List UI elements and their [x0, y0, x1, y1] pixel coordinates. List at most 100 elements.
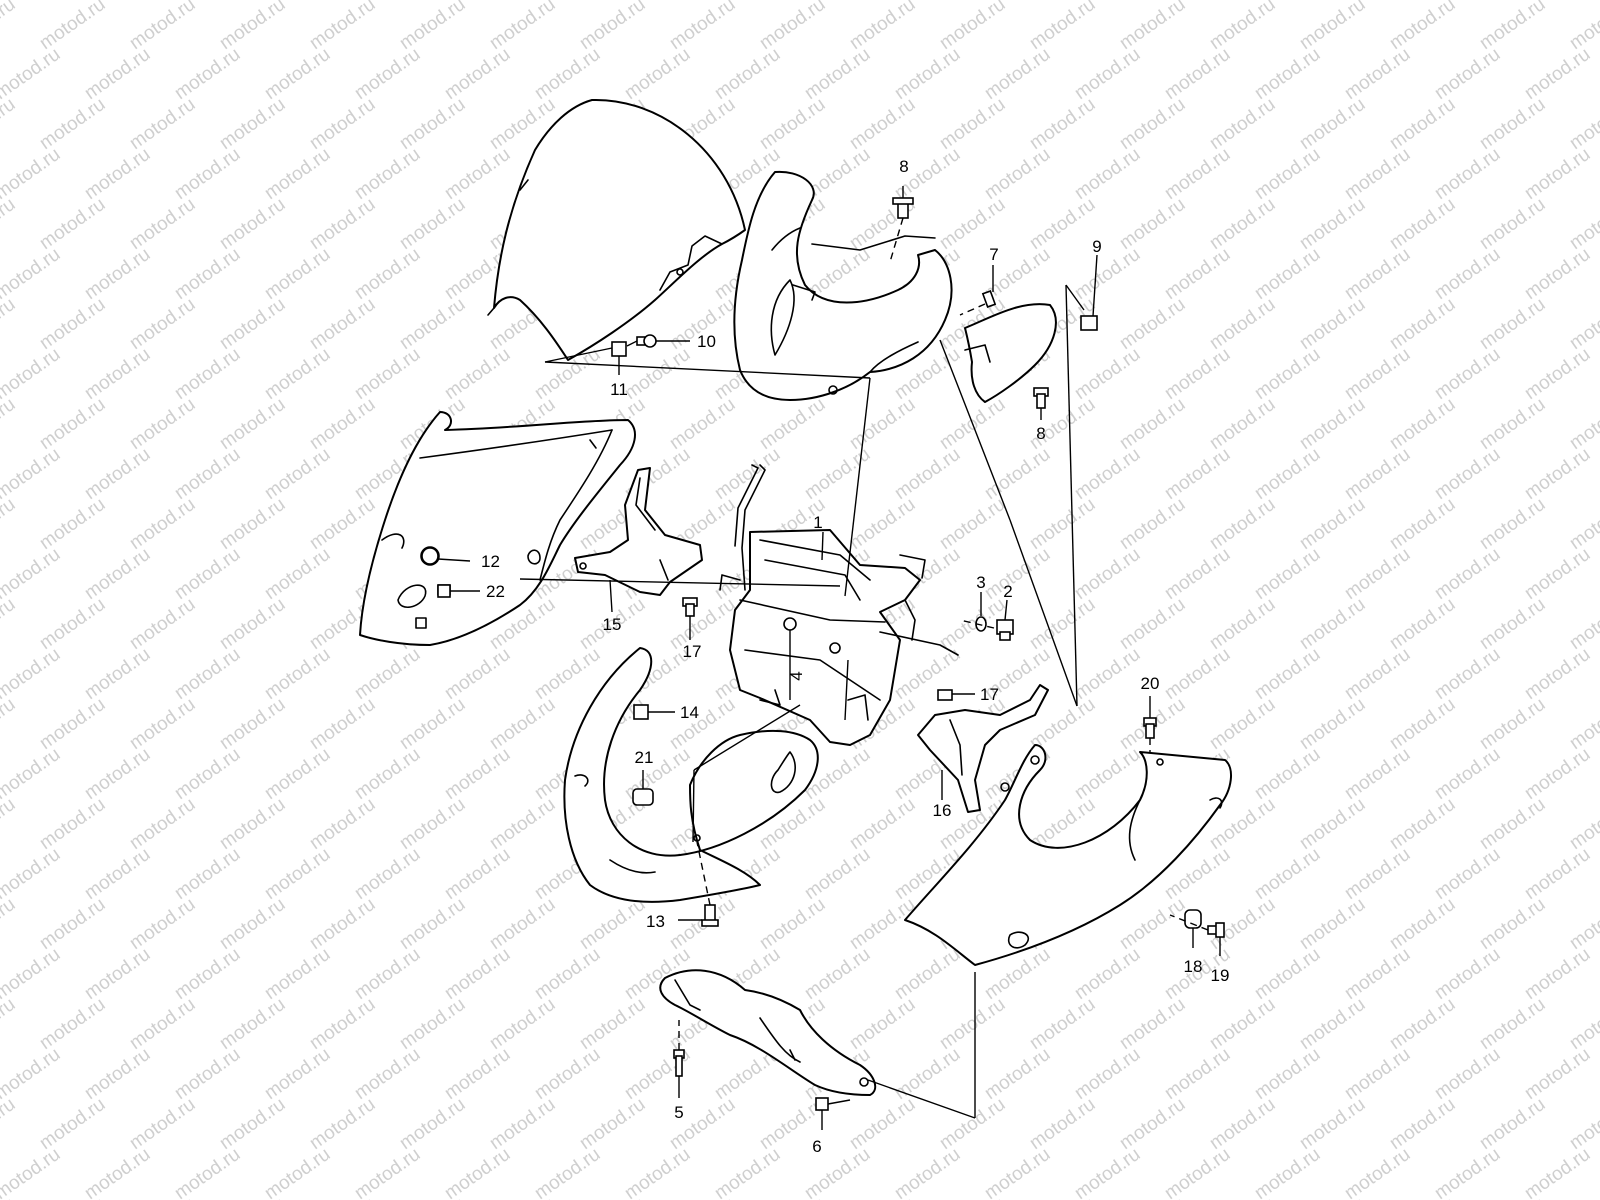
clip-14 [633, 704, 649, 720]
bracket-15 [574, 467, 703, 596]
under-cover [659, 969, 877, 1096]
watermark-text: motod.ru [1386, 194, 1459, 254]
watermark-text: motod.ru [621, 44, 694, 104]
watermark-text: motod.ru [36, 994, 109, 1054]
watermark-text: motod.ru [171, 1044, 244, 1104]
callout-label: 13 [646, 912, 665, 931]
watermark-text: motod.ru [396, 894, 469, 954]
watermark-text: motod.ru [621, 344, 694, 404]
watermark-text: motod.ru [0, 94, 19, 154]
watermark-text: motod.ru [1386, 1094, 1459, 1154]
watermark-text: motod.ru [486, 694, 559, 754]
watermark-text: motod.ru [1161, 244, 1234, 304]
watermark-text: motod.ru [801, 44, 874, 104]
watermark-text: motod.ru [1431, 744, 1504, 804]
callout-label: 17 [980, 685, 999, 704]
watermark-text: motod.ru [486, 794, 559, 854]
watermark-text: motod.ru [126, 794, 199, 854]
watermark-text: motod.ru [846, 1094, 919, 1154]
watermark-text: motod.ru [261, 444, 334, 504]
watermark-text: motod.ru [1431, 844, 1504, 904]
watermark-text: motod.ru [1386, 894, 1459, 954]
watermark-text: motod.ru [1341, 444, 1414, 504]
screw-10 [636, 334, 657, 348]
callout-label: 3 [976, 573, 985, 592]
watermark-text: motod.ru [1521, 44, 1594, 104]
watermark-text: motod.ru [81, 544, 154, 604]
watermark-text: motod.ru [981, 544, 1054, 604]
watermark-text: motod.ru [576, 994, 649, 1054]
watermark-text: motod.ru [1161, 544, 1234, 604]
watermark-text: motod.ru [0, 494, 19, 554]
watermark-text: motod.ru [36, 0, 109, 54]
leader-lines [437, 186, 1221, 1130]
watermark-text: motod.ru [981, 1044, 1054, 1104]
watermark-text: motod.ru [0, 544, 64, 604]
watermark-text: motod.ru [1206, 694, 1279, 754]
watermark-text: motod.ru [621, 1144, 694, 1200]
watermark-text: motod.ru [216, 894, 289, 954]
watermark-text: motod.ru [126, 494, 199, 554]
grommet-12 [421, 547, 439, 565]
watermark-text: motod.ru [1296, 194, 1369, 254]
watermark-text: motod.ru [801, 444, 874, 504]
watermark-text: motod.ru [1476, 94, 1549, 154]
watermark-text: motod.ru [846, 494, 919, 554]
watermark-text: motod.ru [1341, 44, 1414, 104]
watermark-text: motod.ru [396, 194, 469, 254]
watermark-text: motod.ru [171, 944, 244, 1004]
watermark-text: motod.ru [846, 894, 919, 954]
callout-label: 9 [1092, 237, 1101, 256]
watermark-text: motod.ru [756, 394, 829, 454]
watermark-text: motod.ru [531, 944, 604, 1004]
grommet-21 [632, 788, 654, 806]
watermark-text: motod.ru [1071, 1044, 1144, 1104]
watermark-text: motod.ru [621, 744, 694, 804]
watermark-text: motod.ru [711, 444, 784, 504]
watermark-text: motod.ru [846, 794, 919, 854]
watermark-text: motod.ru [0, 694, 19, 754]
watermark-text: motod.ru [936, 994, 1009, 1054]
watermark-text: motod.ru [801, 944, 874, 1004]
watermark-text: motod.ru [351, 44, 424, 104]
watermark-text: motod.ru [1431, 1044, 1504, 1104]
watermark-text: motod.ru [126, 894, 199, 954]
callout-label: 20 [1141, 674, 1160, 693]
callout-label: 18 [1184, 957, 1203, 976]
watermark-text: motod.ru [126, 394, 199, 454]
watermark-text: motod.ru [1071, 344, 1144, 404]
watermark-text: motod.ru [0, 844, 64, 904]
watermark-text: motod.ru [1341, 944, 1414, 1004]
watermark-text: motod.ru [216, 394, 289, 454]
watermark-text: motod.ru [36, 394, 109, 454]
watermark-text: motod.ru [216, 94, 289, 154]
watermark-text: motod.ru [936, 1094, 1009, 1154]
watermark-text: motod.ru [171, 44, 244, 104]
watermark-text: motod.ru [216, 594, 289, 654]
clip-9 [1080, 315, 1098, 331]
watermark-text: motod.ru [486, 0, 559, 54]
watermark-text: motod.ru [1341, 144, 1414, 204]
watermark-text: motod.ru [1206, 294, 1279, 354]
callout-label: 6 [812, 1137, 821, 1156]
windscreen [487, 98, 746, 361]
watermark-text: motod.ru [351, 644, 424, 704]
watermark-text: motod.ru [1206, 1094, 1279, 1154]
watermark-text: motod.ru [1431, 344, 1504, 404]
watermark-text: motod.ru [1431, 44, 1504, 104]
watermark-text: motod.ru [0, 794, 19, 854]
watermark-text: motod.ru [0, 594, 19, 654]
watermark-text: motod.ru [36, 894, 109, 954]
watermark-text: motod.ru [1026, 594, 1099, 654]
watermark-text: motod.ru [261, 1044, 334, 1104]
watermark-text: motod.ru [1296, 394, 1369, 454]
watermark-text: motod.ru [441, 344, 514, 404]
watermark-text: motod.ru [1476, 594, 1549, 654]
watermark-text: motod.ru [1431, 144, 1504, 204]
watermark-text: motod.ru [1116, 494, 1189, 554]
watermark-text: motod.ru [936, 494, 1009, 554]
watermark-text: motod.ru [36, 194, 109, 254]
watermark-text: motod.ru [396, 1094, 469, 1154]
watermark-text: motod.ru [306, 894, 379, 954]
watermark-text: motod.ru [1116, 194, 1189, 254]
